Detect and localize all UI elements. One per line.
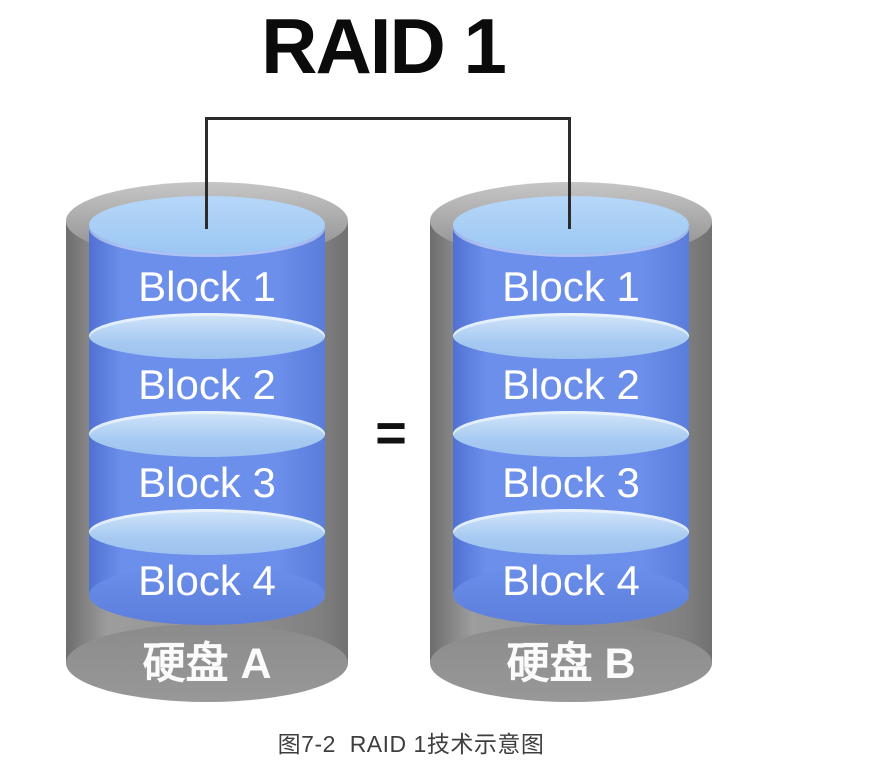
disk-a-block-2-label: Block 2	[138, 361, 276, 408]
disk-a-block-3-label: Block 3	[138, 459, 276, 506]
disk-b-block-1-label: Block 1	[502, 263, 640, 310]
disk-a-platter-bottom	[89, 565, 325, 625]
figure-caption: 图7-2 RAID 1技术示意图	[277, 731, 545, 757]
mirror-link-line-right	[568, 117, 571, 229]
disk-a-block-1-label: Block 1	[138, 263, 276, 310]
diagram-title: RAID 1	[261, 2, 507, 90]
disk-a: Block 1 Block 2 Block 3 Block 4 硬盘 A	[66, 182, 348, 704]
disk-a-platter-divider	[89, 411, 325, 457]
disk-a-platter-divider	[89, 509, 325, 555]
disk-a-block-4-label: Block 4	[138, 557, 276, 604]
disk-b-housing-bottom	[430, 624, 712, 702]
disk-b-platter-top-face	[453, 196, 689, 254]
disk-b-block-2-label: Block 2	[502, 361, 640, 408]
disk-b-platter-bottom	[453, 565, 689, 625]
equals-sign: =	[375, 403, 407, 463]
mirror-link-line-left	[205, 117, 208, 229]
disk-b-platter-divider	[453, 411, 689, 457]
disk-b-block-4-label: Block 4	[502, 557, 640, 604]
disk-b-name-label: 硬盘 B	[506, 640, 636, 688]
disk-b-platter-divider	[453, 509, 689, 555]
disk-b-platter-divider	[453, 313, 689, 359]
disk-a-platter-divider	[89, 313, 325, 359]
disk-a-name-label: 硬盘 A	[142, 640, 272, 688]
disk-a-housing-bottom	[66, 624, 348, 702]
disk-b-block-3-label: Block 3	[502, 459, 640, 506]
mirror-link-line-horizontal	[205, 117, 571, 120]
disk-b: Block 1 Block 2 Block 3 Block 4 硬盘 B	[430, 182, 712, 704]
